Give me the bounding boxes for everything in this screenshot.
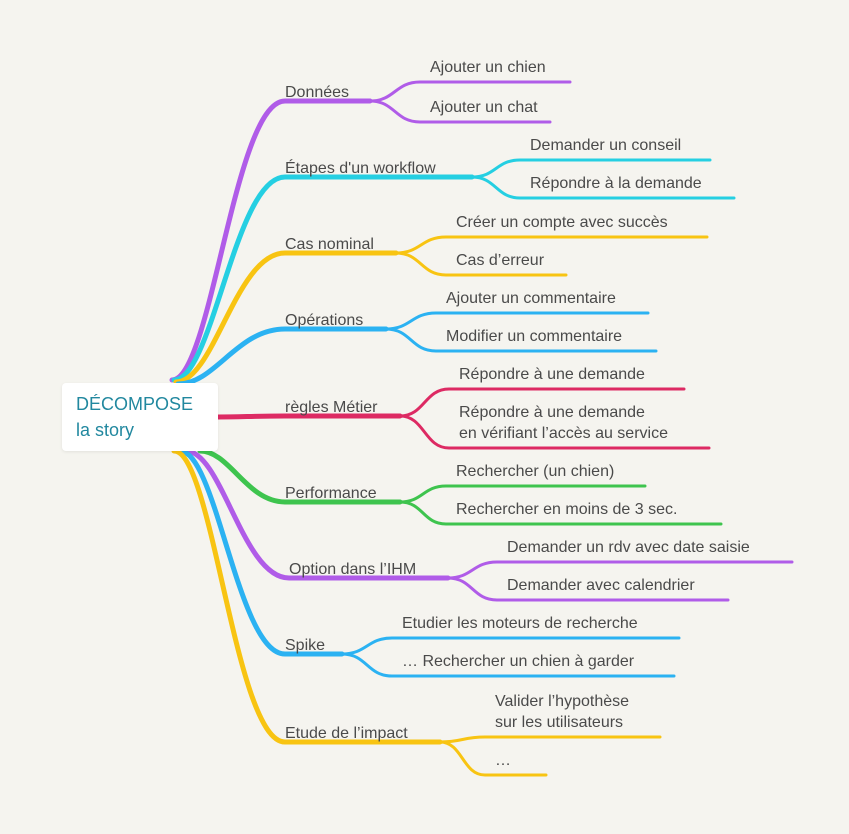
branch-label[interactable]: règles Métier	[285, 399, 378, 416]
branch-connector	[197, 448, 403, 505]
child-connector	[340, 636, 681, 656]
child-connector	[446, 576, 730, 602]
root-node[interactable]: DÉCOMPOSE la story	[62, 383, 218, 451]
child-label[interactable]: Modifier un commentaire	[446, 328, 622, 345]
branch-connector	[215, 413, 403, 420]
branch-9: Etude de l’impact Valider l’hypothèse sur …	[171, 448, 662, 777]
branch-connector	[177, 448, 345, 657]
branch-8: Spike Etudier les moteurs de recherche … R…	[177, 448, 681, 678]
branch-connector	[173, 250, 399, 385]
branch-label[interactable]: Opérations	[285, 312, 363, 329]
child-label[interactable]: Demander avec calendrier	[507, 577, 695, 594]
child-label[interactable]: … Rechercher un chien à garder	[402, 653, 635, 670]
child-connector	[340, 652, 676, 678]
child-label[interactable]: Répondre à la demande	[530, 175, 702, 192]
branch-4: Opérations Ajouter un commentaireModifier…	[175, 290, 658, 387]
child-label[interactable]: Répondre à une demande	[459, 404, 645, 421]
branch-7: Option dans l’IHM Demander un rdv avec da…	[183, 448, 794, 602]
child-label[interactable]: Rechercher (un chien)	[456, 463, 614, 480]
branch-label[interactable]: Option dans l’IHM	[289, 561, 416, 578]
branch-label[interactable]: Étapes d'un workflow	[285, 158, 436, 177]
child-label[interactable]: Valider l’hypothèse	[495, 693, 629, 710]
root-label-line-1: DÉCOMPOSE	[76, 394, 194, 414]
branch-label[interactable]: Performance	[285, 485, 377, 502]
child-label[interactable]: …	[495, 752, 511, 769]
branch-connector	[171, 448, 443, 745]
child-connector	[438, 735, 662, 744]
child-connector	[384, 311, 650, 331]
root-label-line-2: la story	[76, 420, 135, 440]
child-connector	[470, 175, 736, 200]
child-label[interactable]: Demander un conseil	[530, 137, 681, 154]
child-connector	[398, 387, 686, 418]
child-label[interactable]: Créer un compte avec succès	[456, 214, 668, 231]
child-connector	[398, 484, 647, 504]
branch-connector	[183, 448, 451, 581]
branch-label[interactable]: Données	[285, 84, 349, 101]
branch-6: Performance Rechercher (un chien) Recherch…	[197, 448, 723, 526]
child-connector	[384, 327, 658, 353]
branch-connector	[171, 174, 475, 383]
child-connector	[398, 500, 723, 526]
child-connector	[438, 740, 548, 777]
branch-2: Étapes d'un workflow Demander un conseilR…	[171, 137, 736, 383]
child-label[interactable]: Demander un rdv avec date saisie	[507, 539, 750, 556]
child-connector	[398, 414, 711, 450]
child-connector	[446, 560, 794, 580]
child-label[interactable]: en vérifiant l’accès au service	[459, 425, 668, 442]
branch-label[interactable]: Spike	[285, 637, 325, 654]
child-label[interactable]: Répondre à une demande	[459, 366, 645, 383]
child-label[interactable]: Ajouter un chat	[430, 99, 538, 116]
branch-label[interactable]: Etude de l’impact	[285, 725, 408, 742]
child-label[interactable]: Rechercher en moins de 3 sec.	[456, 501, 677, 518]
child-connector	[394, 235, 709, 255]
child-label[interactable]: Ajouter un chien	[430, 59, 546, 76]
branch-connector	[169, 98, 373, 383]
branch-label[interactable]: Cas nominal	[285, 236, 374, 253]
branch-connector	[175, 326, 389, 387]
child-connector	[368, 99, 552, 124]
child-label[interactable]: Etudier les moteurs de recherche	[402, 615, 638, 632]
child-label[interactable]: Ajouter un commentaire	[446, 290, 616, 307]
child-connector	[394, 251, 568, 277]
branch-3: Cas nominal Créer un compte avec succèsCa…	[173, 214, 709, 385]
child-label[interactable]: Cas d’erreur	[456, 252, 545, 269]
child-label[interactable]: sur les utilisateurs	[495, 714, 623, 731]
